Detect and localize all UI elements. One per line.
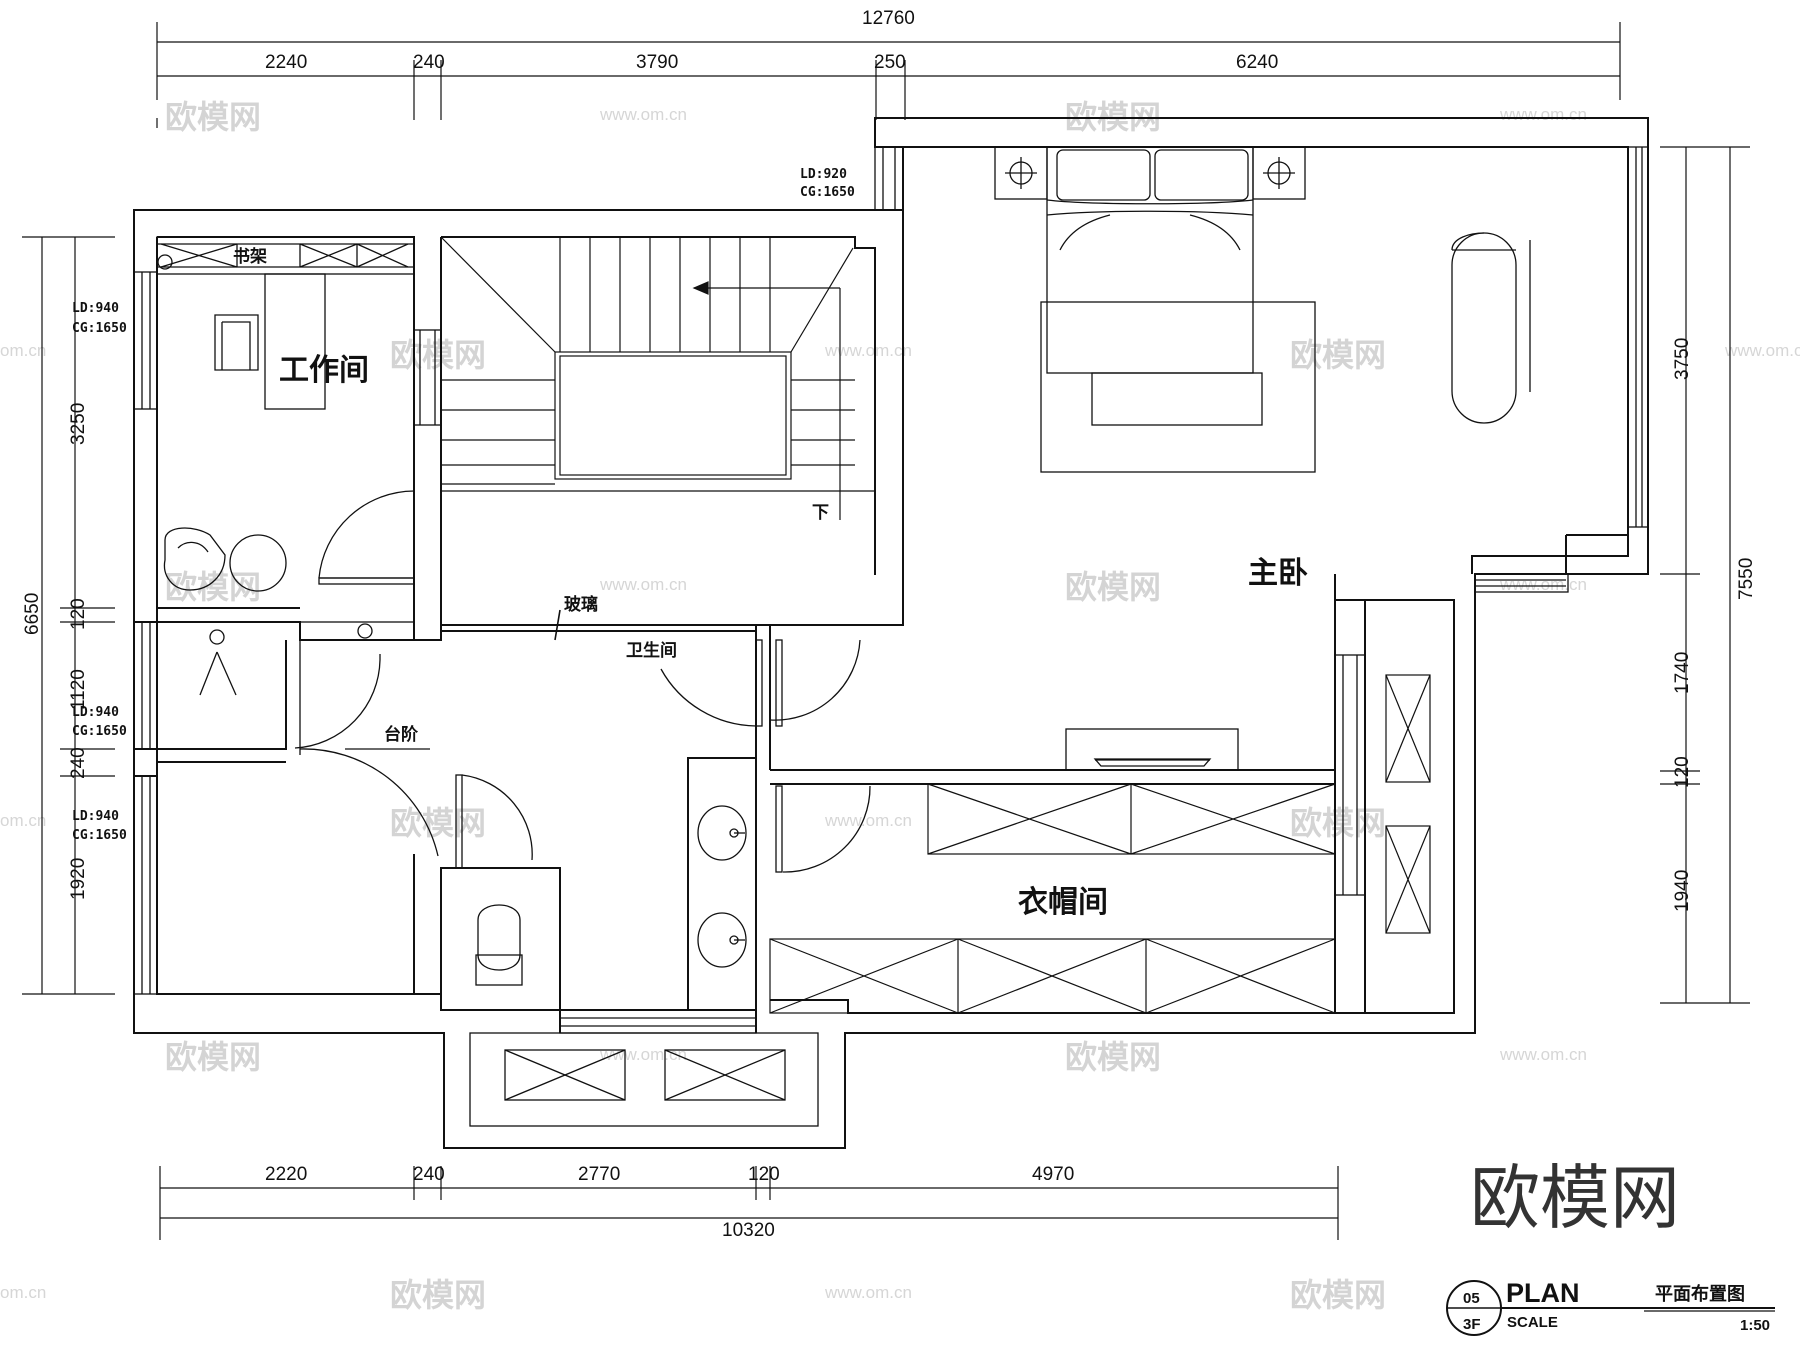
watermark-url: www.om.cn xyxy=(824,1283,912,1302)
room-label-bathroom: 卫生间 xyxy=(626,640,677,661)
window-note-study: CG:1650 xyxy=(72,321,127,336)
drawing-title: PLAN xyxy=(1506,1278,1580,1308)
watermark-url: www.om.cn xyxy=(1499,1045,1587,1064)
watermark-brand: 欧模网 xyxy=(390,336,486,374)
chaise-lounge xyxy=(1451,232,1517,424)
watermark-url: www.om.cn xyxy=(1499,575,1587,594)
glass-marker xyxy=(554,609,561,641)
dim-bottom-overall: 10320 xyxy=(722,1220,775,1241)
window-note-bedroom2: CG:1650 xyxy=(72,828,127,843)
drawing-chinese-title: 平面布置图 xyxy=(1655,1283,1745,1305)
dim-left-seg: 240 xyxy=(68,747,89,779)
watermark-url: www.om.cn xyxy=(1724,341,1800,360)
room-label-walk-in-closet: 衣帽间 xyxy=(1018,885,1108,920)
watermark-brand: 欧模网 xyxy=(390,804,486,842)
dim-right-seg: 3750 xyxy=(1672,338,1693,380)
dim-bottom-seg: 240 xyxy=(413,1164,445,1185)
bedroom-furniture xyxy=(769,146,1531,873)
watermark-brand: 欧模网 xyxy=(165,1038,261,1076)
dimension-lines xyxy=(22,22,1750,1240)
windows xyxy=(133,146,1649,1034)
sink-icon xyxy=(697,912,747,968)
watermark-brand: 欧模网 xyxy=(165,98,261,136)
lounge-chair xyxy=(163,527,226,591)
side-table xyxy=(229,534,287,592)
dim-left-seg: 120 xyxy=(68,598,89,630)
watermark-brand: 欧模网 xyxy=(1290,336,1386,374)
watermark-brand: 欧模网 xyxy=(1290,804,1386,842)
floor-drain xyxy=(209,629,225,645)
dimension-texts: 12760 2240 240 3790 250 6240 2220 240 27… xyxy=(22,8,1757,1241)
label-stair-down: 下 xyxy=(812,503,829,523)
drawing-floor: 3F xyxy=(1463,1316,1481,1333)
rug xyxy=(1040,301,1316,473)
window-notes: LD:920 CG:1650 LD:940 CG:1650 LD:940 CG:… xyxy=(72,167,855,843)
dim-top-seg: 3790 xyxy=(636,52,678,73)
watermark-url: www.om.cn xyxy=(599,575,687,594)
dim-right-seg: 120 xyxy=(1672,756,1693,788)
label-step: 台阶 xyxy=(384,724,419,745)
dim-top-seg: 2240 xyxy=(265,52,307,73)
dim-left-seg: 3250 xyxy=(68,403,89,445)
step-door-swing xyxy=(299,748,439,857)
window-note-top: LD:920 xyxy=(800,167,847,182)
room-labels: 工作间 主卧 卫生间 衣帽间 书架 玻璃 台阶 下 xyxy=(233,246,1308,920)
window-note-top: CG:1650 xyxy=(800,185,855,200)
dim-bottom-seg: 2770 xyxy=(578,1164,620,1185)
watermark-url: www.om.cn xyxy=(824,341,912,360)
watermark-brand: 欧模网 xyxy=(1065,568,1161,606)
dim-right-seg: 1940 xyxy=(1672,870,1693,912)
dim-top-seg: 240 xyxy=(413,52,445,73)
drawing-scale-label: SCALE xyxy=(1507,1314,1558,1331)
title-block: 05 3F PLAN SCALE 平面布置图 1:50 xyxy=(1446,1278,1775,1336)
bookshelf xyxy=(156,236,415,275)
sink-icon xyxy=(697,805,747,861)
room-label-study: 工作间 xyxy=(279,353,369,388)
bathroom-fixtures xyxy=(199,621,819,1127)
window-note-bath: CG:1650 xyxy=(72,724,127,739)
dim-right-seg: 1740 xyxy=(1672,652,1693,694)
window-note-bedroom2: LD:940 xyxy=(72,809,119,824)
window-note-study: LD:940 xyxy=(72,301,119,316)
dim-bottom-seg: 2220 xyxy=(265,1164,307,1185)
closet-cabinets xyxy=(769,599,1455,1014)
walls xyxy=(133,117,1649,1149)
dim-left-seg: 1120 xyxy=(68,669,89,710)
watermark-brand: 欧模网 xyxy=(165,568,261,606)
drawing-scale-value: 1:50 xyxy=(1740,1317,1770,1334)
tv-cabinet xyxy=(1065,728,1239,771)
dim-bottom-seg: 120 xyxy=(748,1164,780,1185)
room-label-master-bedroom: 主卧 xyxy=(1248,556,1308,591)
watermark-url: www.om.cn xyxy=(1499,105,1587,124)
dim-left-overall: 6650 xyxy=(22,593,43,635)
watermark-url: www.om.cn xyxy=(599,105,687,124)
label-bookshelf: 书架 xyxy=(233,246,267,267)
watermark-brand: 欧模网 xyxy=(1290,1276,1386,1314)
toilet-icon xyxy=(477,904,521,971)
watermark-url: www.om.cn xyxy=(599,1045,687,1064)
study-door-swing xyxy=(318,490,415,579)
desk xyxy=(264,273,326,410)
watermark-url: www.om.cn xyxy=(824,811,912,830)
dim-top-seg: 6240 xyxy=(1236,52,1278,73)
staircase xyxy=(440,236,875,520)
drawing-number: 05 xyxy=(1463,1290,1480,1307)
watermark-url-partial: om.cn xyxy=(0,1283,46,1302)
watermark-url-partial: om.cn xyxy=(0,811,46,830)
study-furniture xyxy=(156,236,415,592)
watermark-brand: 欧模网 xyxy=(1065,1038,1161,1076)
tv-icon xyxy=(1093,758,1212,767)
dim-bottom-seg: 4970 xyxy=(1032,1164,1074,1185)
dim-top-overall: 12760 xyxy=(862,8,915,29)
window-note-bath: LD:940 xyxy=(72,705,119,720)
label-glass: 玻璃 xyxy=(564,594,598,615)
watermark-brand: 欧模网 xyxy=(390,1276,486,1314)
dim-top-seg: 250 xyxy=(874,52,906,73)
dim-left-seg: 1920 xyxy=(68,858,89,900)
dim-right-overall: 7550 xyxy=(1736,558,1757,600)
watermark-url-partial: om.cn xyxy=(0,341,46,360)
brand-logo-text: 欧模网 xyxy=(1470,1157,1680,1239)
